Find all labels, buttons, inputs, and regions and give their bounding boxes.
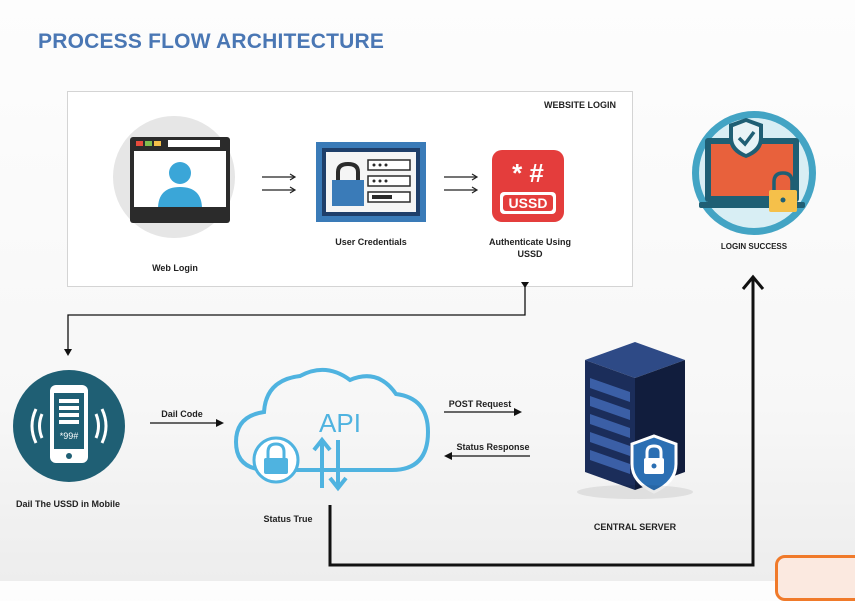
login-success-icon bbox=[692, 111, 816, 235]
web-login-label: Web Login bbox=[152, 263, 198, 273]
status-true-to-login-connector bbox=[328, 278, 755, 567]
login-success-label: LOGIN SUCCESS bbox=[720, 242, 788, 251]
status-response-label: Status Response bbox=[456, 442, 530, 452]
mobile-icon: *99# bbox=[13, 370, 125, 482]
post-request-label: POST Request bbox=[448, 399, 512, 409]
user-credentials-icon bbox=[316, 142, 426, 222]
ussd-to-mobile-connector bbox=[67, 286, 526, 350]
double-arrow-2 bbox=[444, 173, 479, 194]
authenticate-ussd-label-line1: Authenticate Using bbox=[488, 237, 571, 247]
mobile-screen-text: *99# bbox=[60, 431, 79, 441]
user-credentials-label: User Credentials bbox=[335, 237, 407, 247]
ussd-icon: * # USSD bbox=[492, 150, 564, 222]
page-title: PROCESS FLOW ARCHITECTURE bbox=[38, 30, 385, 53]
api-cloud-icon: API bbox=[233, 368, 431, 492]
ussd-icon-text: USSD bbox=[509, 195, 548, 211]
ussd-to-mobile-arrowhead bbox=[64, 349, 72, 356]
connectors bbox=[64, 274, 765, 567]
ussd-icon-symbols: * # bbox=[512, 158, 544, 188]
corner-decoration bbox=[775, 555, 855, 601]
web-login-icon bbox=[113, 116, 235, 238]
login-success-arrowhead bbox=[741, 274, 765, 290]
central-server-label: CENTRAL SERVER bbox=[593, 522, 677, 532]
ussd-small-triangle bbox=[521, 282, 529, 288]
api-label: Status True bbox=[263, 514, 313, 524]
api-icon-text: API bbox=[319, 408, 361, 438]
double-arrow-1 bbox=[262, 173, 297, 194]
mobile-label: Dail The USSD in Mobile bbox=[15, 499, 120, 509]
central-server-icon bbox=[577, 342, 693, 499]
authenticate-ussd-label: Authenticate Using USSD bbox=[470, 236, 590, 260]
authenticate-ussd-label-line2: USSD bbox=[517, 249, 543, 259]
dail-code-label: Dail Code bbox=[161, 409, 203, 419]
website-login-label: WEBSITE LOGIN bbox=[544, 100, 616, 110]
